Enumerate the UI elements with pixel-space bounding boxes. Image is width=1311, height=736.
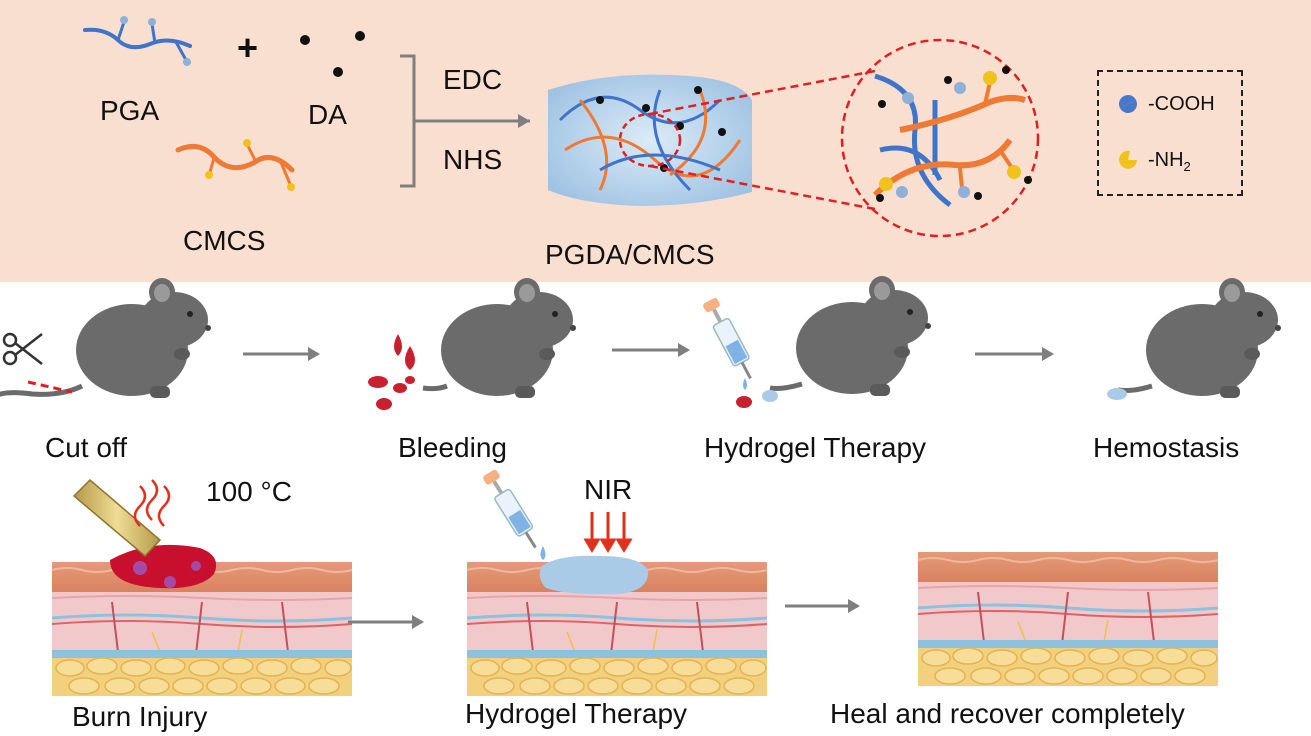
mouse-4-icon <box>1117 278 1281 398</box>
nh2-subscript: 2 <box>1183 159 1191 174</box>
mouse-3-icon <box>769 276 931 396</box>
hydrogel-therapy-label-1: Hydrogel Therapy <box>704 432 927 463</box>
crosslink-detail-icon <box>872 66 1032 207</box>
da-label: DA <box>308 99 347 130</box>
heat-wave-icon <box>133 479 171 527</box>
hydrogel-therapy-label-2: Hydrogel Therapy <box>465 698 688 729</box>
nh2-pacman-icon <box>1119 150 1137 169</box>
cmcs-chain-icon <box>175 139 295 191</box>
nhs-label: NHS <box>443 144 503 175</box>
nir-arrows-icon <box>583 512 633 553</box>
cut-line <box>27 380 73 394</box>
skin-3-icon <box>916 550 1220 688</box>
hemostasis-label: Hemostasis <box>1093 432 1240 463</box>
temperature-label: 100 °C <box>206 476 292 507</box>
product-label: PGDA/CMCS <box>545 239 715 270</box>
heal-recover-label: Heal and recover completely <box>830 698 1185 729</box>
cut-off-label: Cut off <box>45 432 127 463</box>
nh2-label-text: -NH <box>1148 149 1184 171</box>
mouse-1-icon <box>0 278 211 398</box>
reaction-bracket <box>400 54 416 188</box>
cmcs-label: CMCS <box>183 225 266 256</box>
legend-box <box>1097 70 1243 196</box>
plus-sign: + <box>237 27 259 68</box>
edc-label: EDC <box>443 64 503 95</box>
cooh-pacman-icon <box>1120 99 1137 114</box>
zoom-detail-circle <box>840 38 1040 238</box>
mouse-2-icon <box>422 278 576 398</box>
hydrogel-patch-icon <box>539 555 649 595</box>
da-molecule-icon <box>300 31 365 77</box>
syringe-1-icon <box>700 295 760 384</box>
pga-label: PGA <box>100 95 160 126</box>
hot-rod-icon <box>72 478 162 558</box>
burn-injury-label: Burn Injury <box>72 701 208 732</box>
cooh-legend-label: -COOH <box>1148 93 1215 115</box>
burn-wound-icon <box>110 544 217 589</box>
bleeding-label: Bleeding <box>398 432 507 463</box>
syringe-2-icon <box>480 467 544 554</box>
scissors-icon <box>2 332 43 366</box>
pga-chain-icon <box>83 16 192 66</box>
blood-drops-icon <box>368 334 415 410</box>
nir-label: NIR <box>584 474 633 505</box>
nh2-legend-label: -NH2 <box>1148 150 1191 173</box>
hydrogel-cube-icon <box>548 74 752 206</box>
